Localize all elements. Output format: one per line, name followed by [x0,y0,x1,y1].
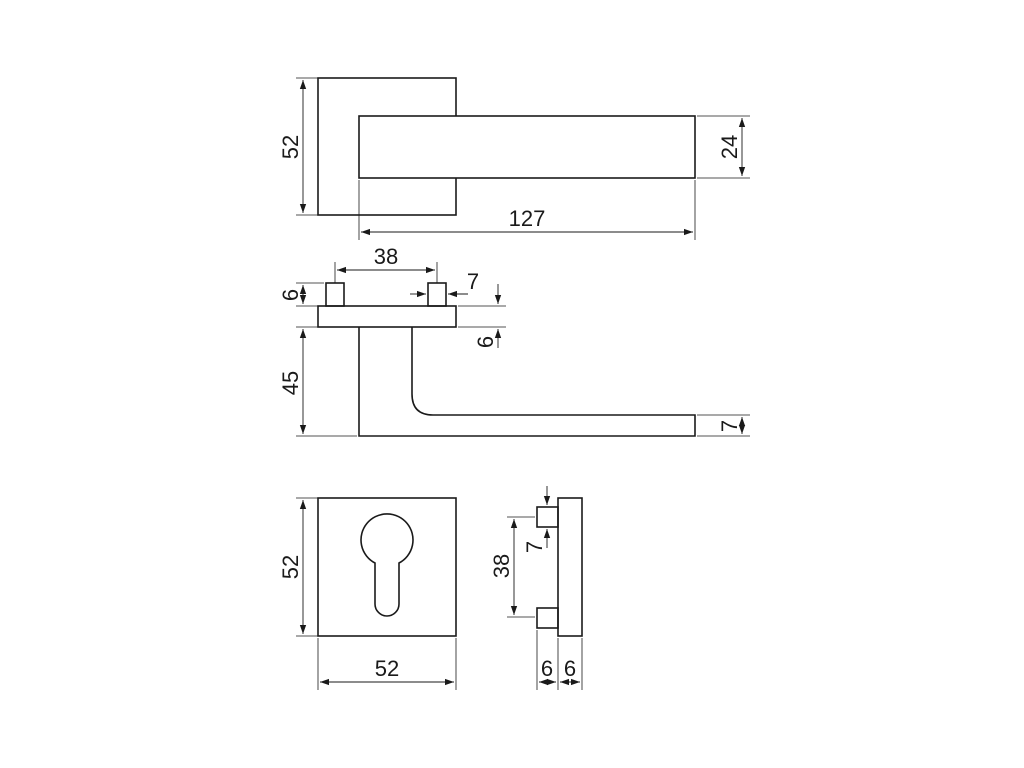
dim-pin-height-label: 6 [278,289,303,301]
dim-lever-length-label: 127 [509,206,546,231]
dim-profile-plate-depth-label: 6 [564,656,576,681]
dim-lever-thickness-label: 7 [717,420,742,432]
dim-pin-spacing-label: 38 [374,244,398,269]
profile-pin-bottom [536,607,559,629]
dim-lever-height-label: 24 [717,135,742,159]
escutcheon-plate [317,497,457,637]
lever-profile [358,327,696,437]
escutcheon-profile-view: 38 7 6 6 [489,486,583,690]
lever-top [358,115,696,179]
dim-profile-pin-depth-label: 6 [541,656,553,681]
top-view: 52 24 127 [278,77,750,240]
profile-pin-top [536,506,559,528]
dim-profile-pin-height-label: 7 [522,541,547,553]
dim-rose-thickness-label: 6 [473,336,498,348]
side-view: 38 7 6 6 45 7 [278,244,750,437]
dim-rose-height-label: 52 [278,135,303,159]
dim-escutcheon-height-label: 52 [278,555,303,579]
rose-plate-side [317,305,457,328]
dim-escutcheon-width-label: 52 [375,656,399,681]
cylinder-keyhole [360,513,414,617]
escutcheon-front-view: 52 52 [278,497,457,690]
pin-left-side [325,282,345,307]
dim-pin-width-label: 7 [467,269,479,294]
dim-handle-height-label: 45 [278,371,303,395]
profile-plate [557,497,583,637]
dim-profile-pin-spacing-label: 38 [489,554,514,578]
pin-right-side [427,282,447,307]
